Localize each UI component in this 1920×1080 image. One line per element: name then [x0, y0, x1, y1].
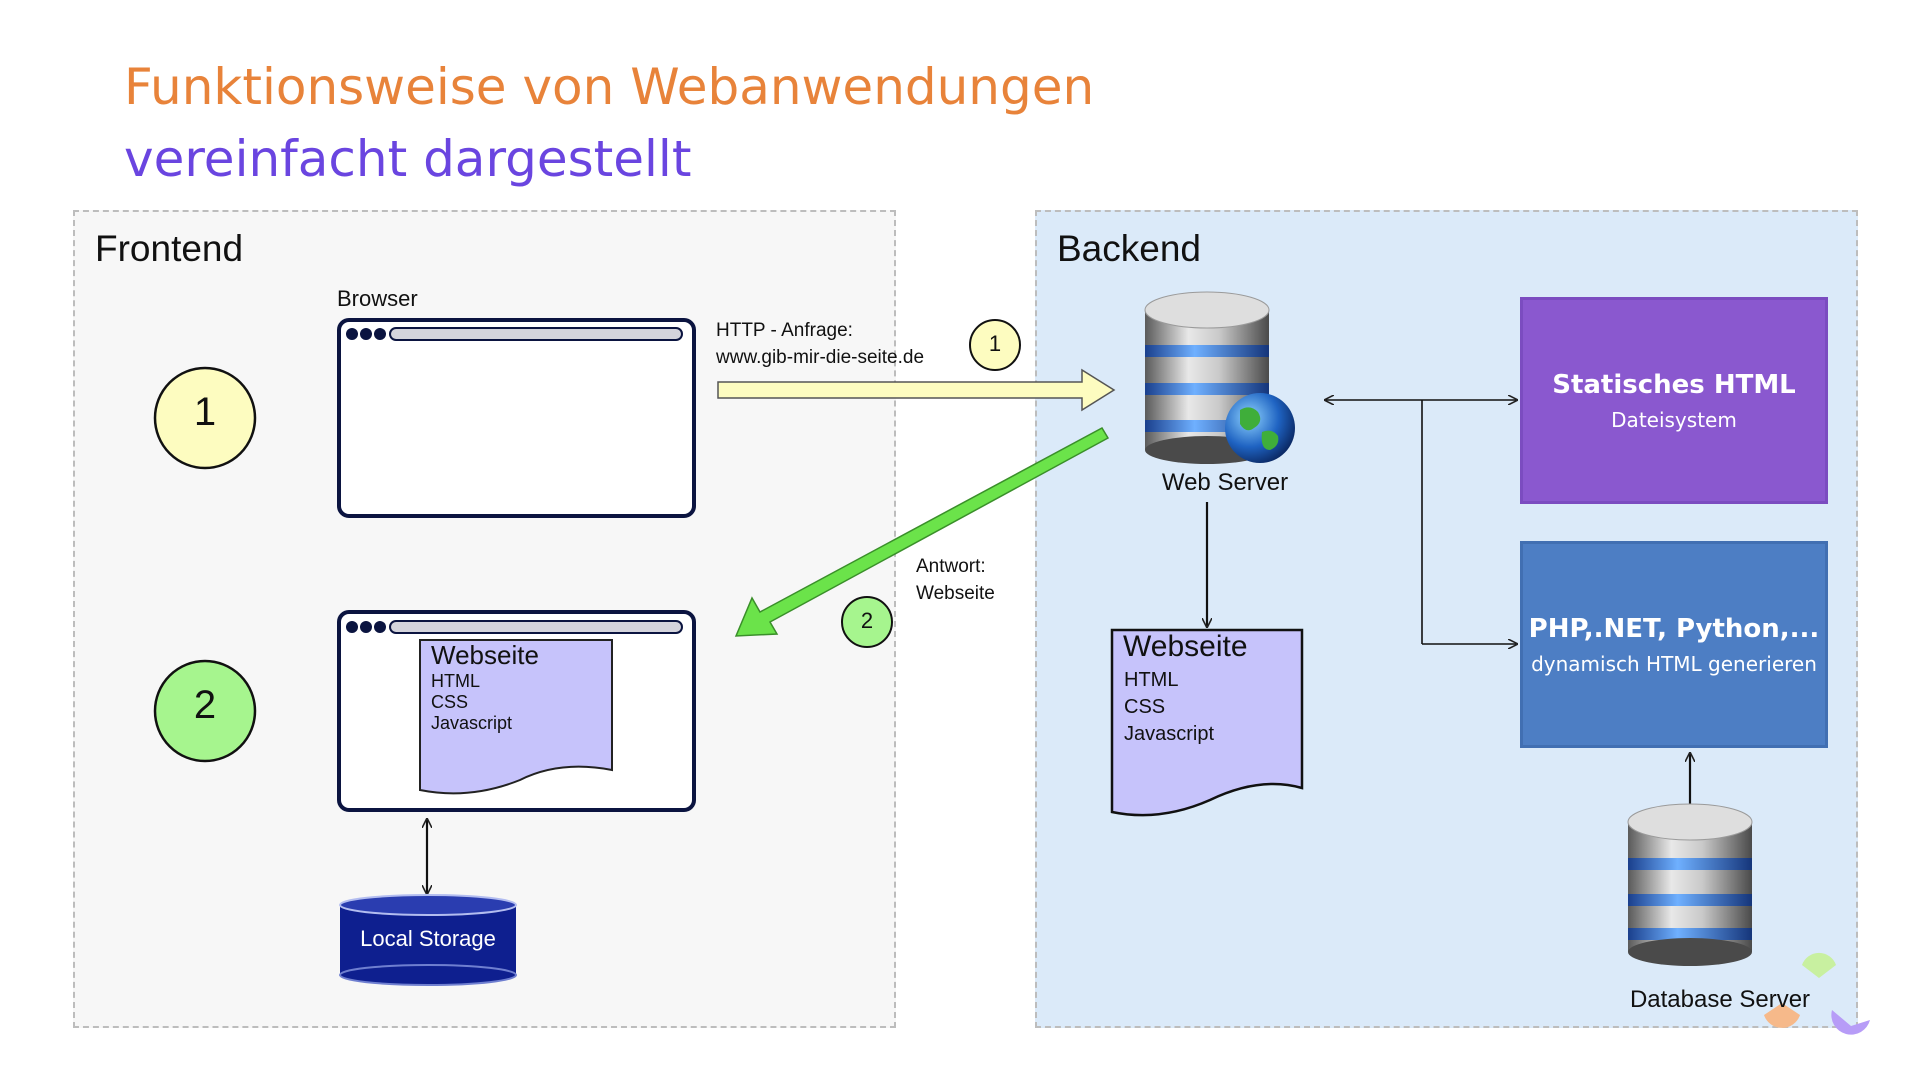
title-line-1: Funktionsweise von Webanwendungen	[124, 58, 1095, 116]
dynamic-html-box: PHP,.NET, Python,... dynamisch HTML gene…	[1520, 541, 1828, 748]
static-html-title: Statisches HTML	[1552, 369, 1796, 400]
frontend-label: Frontend	[95, 228, 244, 269]
webpage-document-backend	[1110, 628, 1304, 817]
local-storage-label: Local Storage	[360, 926, 496, 951]
step-2-badge	[153, 659, 257, 763]
title-line-2: vereinfacht dargestellt	[124, 130, 692, 188]
database-server-icon	[1627, 803, 1753, 966]
frontend-webpage-line-css: CSS	[431, 692, 469, 712]
request-arrow	[717, 368, 1116, 412]
backend-webpage-title: Webseite	[1123, 630, 1248, 663]
dynamic-html-title: PHP,.NET, Python,...	[1528, 613, 1820, 644]
frontend-webpage-line-html: HTML	[431, 671, 480, 691]
request-line-1: HTTP - Anfrage:	[716, 320, 853, 341]
response-text: Antwort: Webseite	[916, 553, 995, 607]
frontend-webpage-lines: HTML CSS Javascript	[431, 671, 512, 734]
step-1-label: 1	[193, 390, 217, 434]
step-1-badge	[153, 366, 257, 470]
browser-window-top	[337, 318, 696, 518]
response-line-2: Webseite	[916, 583, 995, 604]
step-2-label: 2	[193, 683, 217, 727]
frontend-webpage-line-js: Javascript	[431, 713, 513, 733]
backend-webpage-line-css: CSS	[1124, 696, 1166, 718]
web-server-label: Web Server	[1161, 469, 1289, 496]
static-html-box: Statisches HTML Dateisystem	[1520, 297, 1828, 504]
web-server-icon	[1144, 291, 1295, 464]
response-badge	[841, 596, 893, 648]
backend-webpage-line-html: HTML	[1124, 669, 1179, 691]
browser-label: Browser	[337, 286, 418, 311]
request-text: HTTP - Anfrage: www.gib-mir-die-seite.de	[716, 317, 924, 371]
request-url: www.gib-mir-die-seite.de	[716, 347, 925, 368]
static-html-subtitle: Dateisystem	[1611, 407, 1737, 432]
webpage-document-frontend	[419, 639, 613, 795]
database-server-label: Database Server	[1629, 986, 1811, 1013]
backend-webpage-lines: HTML CSS Javascript	[1124, 667, 1214, 748]
response-badge-label: 2	[860, 608, 874, 633]
response-line-1: Antwort:	[916, 556, 986, 577]
local-storage-cylinder	[339, 894, 517, 986]
logo-mark	[1764, 952, 1870, 1035]
frontend-webpage-title: Webseite	[431, 640, 539, 670]
request-badge	[969, 319, 1021, 371]
dynamic-html-subtitle: dynamisch HTML generieren	[1531, 651, 1817, 676]
backend-label: Backend	[1057, 228, 1201, 269]
response-arrow	[734, 427, 1110, 637]
request-badge-label: 1	[988, 331, 1002, 356]
backend-webpage-line-js: Javascript	[1124, 723, 1215, 745]
